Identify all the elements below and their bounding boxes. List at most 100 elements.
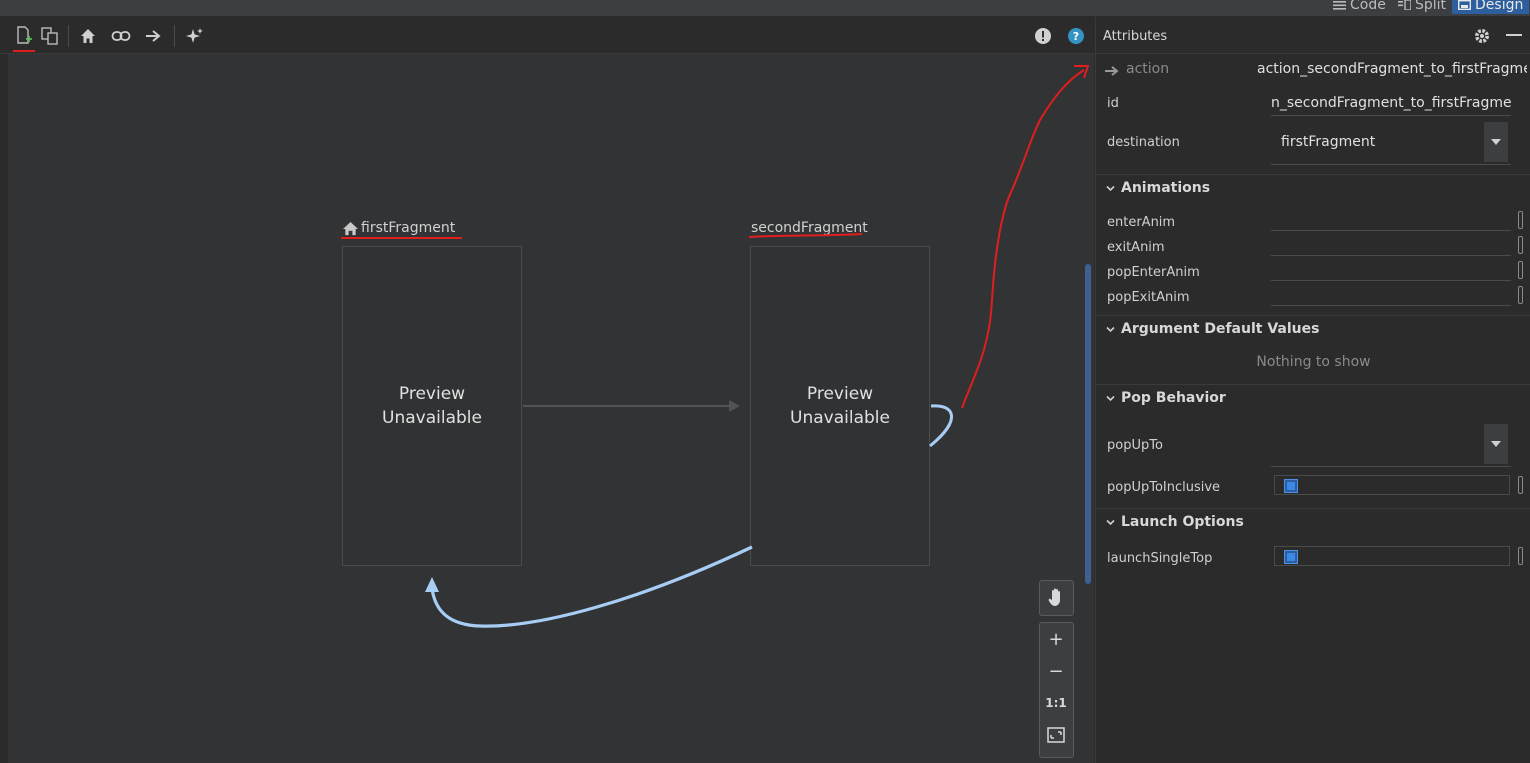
- design-view-icon: [1458, 0, 1471, 10]
- destination-value: firstFragment: [1281, 134, 1376, 150]
- pop-behavior-title: Pop Behavior: [1121, 390, 1226, 406]
- split-tab[interactable]: Split: [1398, 0, 1446, 14]
- pop-enter-anim-field[interactable]: [1271, 260, 1511, 281]
- zoom-actual-size-button[interactable]: 1:1: [1040, 687, 1072, 719]
- zoom-out-button[interactable]: −: [1040, 655, 1072, 687]
- attributes-panel: Attributes action action_secondFragment_…: [1095, 17, 1530, 763]
- first-fragment-label: firstFragment: [342, 220, 455, 236]
- add-action-button[interactable]: [142, 25, 164, 47]
- pop-up-to-dropdown-button[interactable]: [1484, 424, 1508, 464]
- chevron-down-icon: [1106, 326, 1115, 332]
- resource-picker-slot[interactable]: [1518, 211, 1523, 229]
- launch-options-section-header[interactable]: Launch Options: [1096, 508, 1530, 535]
- start-destination-icon: [343, 221, 358, 235]
- pan-button[interactable]: [1040, 581, 1072, 613]
- second-fragment-destination[interactable]: Preview Unavailable: [750, 246, 930, 566]
- first-fragment-destination[interactable]: Preview Unavailable: [342, 246, 522, 566]
- split-tab-label: Split: [1415, 0, 1447, 13]
- svg-text:?: ?: [1073, 30, 1079, 43]
- id-label: id: [1107, 96, 1119, 111]
- nested-graph-icon: [41, 27, 58, 45]
- auto-arrange-icon: [186, 28, 203, 43]
- issues-button[interactable]: [1032, 25, 1054, 47]
- pop-exit-anim-label: popExitAnim: [1107, 290, 1190, 305]
- self-action-loop[interactable]: [929, 404, 953, 448]
- exit-anim-field[interactable]: [1271, 235, 1511, 256]
- fit-screen-icon: [1047, 727, 1065, 743]
- enter-anim-field[interactable]: [1271, 210, 1511, 231]
- toolbar-separator: [174, 25, 175, 47]
- chevron-down-icon: [1106, 185, 1115, 191]
- deep-link-icon: [111, 31, 131, 41]
- resource-picker-slot[interactable]: [1518, 236, 1523, 254]
- new-destination-button[interactable]: [13, 25, 35, 47]
- animations-title: Animations: [1121, 180, 1211, 196]
- code-tab-label: Code: [1350, 0, 1386, 13]
- design-tab-label: Design: [1475, 0, 1524, 13]
- code-tab[interactable]: Code: [1333, 0, 1386, 14]
- id-field[interactable]: n_secondFragment_to_firstFragment: [1271, 91, 1511, 116]
- zoom-to-fit-button[interactable]: [1040, 719, 1072, 751]
- pan-tool-panel: [1039, 580, 1074, 616]
- pop-up-to-label: popUpTo: [1107, 438, 1163, 453]
- pop-up-to-inclusive-field: [1274, 475, 1510, 495]
- gear-icon: [1475, 29, 1489, 43]
- resource-picker-slot[interactable]: [1518, 261, 1523, 279]
- plus-icon: +: [1048, 628, 1064, 650]
- add-deep-link-button[interactable]: [110, 25, 132, 47]
- launch-single-top-field: [1274, 546, 1510, 566]
- id-value: n_secondFragment_to_firstFragment: [1271, 95, 1511, 111]
- enter-anim-label: enterAnim: [1107, 215, 1176, 230]
- pop-up-to-dropdown[interactable]: [1271, 422, 1511, 467]
- arguments-title: Argument Default Values: [1121, 321, 1320, 337]
- preview-unavailable-text: Preview Unavailable: [790, 384, 890, 428]
- destination-dropdown-button[interactable]: [1484, 122, 1508, 162]
- action-type-label: action: [1126, 61, 1170, 77]
- actual-size-label: 1:1: [1045, 696, 1067, 710]
- minus-icon: −: [1048, 660, 1064, 682]
- chevron-down-icon: [1106, 519, 1115, 525]
- pop-exit-anim-field[interactable]: [1271, 285, 1511, 306]
- action-icon: [146, 30, 161, 42]
- launch-single-top-label: launchSingleTop: [1107, 551, 1213, 566]
- chevron-down-icon: [1491, 139, 1501, 145]
- annotation-underline: [13, 50, 35, 52]
- zoom-panel: + − 1:1: [1039, 622, 1074, 758]
- assign-start-button[interactable]: [77, 25, 99, 47]
- help-button[interactable]: ?: [1065, 25, 1087, 47]
- resource-picker-slot[interactable]: [1518, 547, 1523, 565]
- animations-section-header[interactable]: Animations: [1096, 174, 1530, 201]
- action-name: action_secondFragment_to_firstFragment: [1257, 61, 1527, 77]
- attributes-title: Attributes: [1103, 29, 1168, 44]
- split-view-icon: [1398, 0, 1411, 10]
- first-fragment-name: firstFragment: [361, 220, 456, 236]
- action-header-row: [1096, 53, 1530, 86]
- destination-label: destination: [1107, 135, 1180, 150]
- code-view-icon: [1333, 1, 1346, 10]
- nested-graph-button[interactable]: [39, 25, 61, 47]
- new-destination-icon: [17, 26, 32, 44]
- resource-picker-slot[interactable]: [1518, 476, 1523, 494]
- launch-single-top-checkbox[interactable]: [1284, 550, 1298, 564]
- chevron-down-icon: [1491, 441, 1501, 447]
- canvas-scrollbar[interactable]: [1085, 264, 1091, 584]
- warning-icon: [1035, 28, 1051, 44]
- settings-button[interactable]: [1473, 27, 1491, 49]
- pop-behavior-section-header[interactable]: Pop Behavior: [1096, 384, 1530, 411]
- preview-unavailable-text: Preview Unavailable: [382, 384, 482, 428]
- minimize-icon[interactable]: [1506, 34, 1522, 36]
- auto-arrange-button[interactable]: [184, 25, 206, 47]
- nav-editor-toolbar: ?: [0, 17, 1094, 54]
- pop-up-to-inclusive-checkbox[interactable]: [1284, 479, 1298, 493]
- arguments-section-header[interactable]: Argument Default Values: [1096, 315, 1530, 342]
- resource-picker-slot[interactable]: [1518, 286, 1523, 304]
- destination-dropdown[interactable]: firstFragment: [1271, 120, 1511, 165]
- chevron-down-icon: [1106, 395, 1115, 401]
- editor-mode-bar: Code Split Design: [0, 0, 1530, 16]
- home-icon: [81, 29, 95, 43]
- design-tab[interactable]: Design: [1452, 0, 1530, 14]
- toolbar-separator: [68, 25, 69, 47]
- zoom-in-button[interactable]: +: [1040, 623, 1072, 655]
- navigation-graph-canvas[interactable]: [8, 54, 1094, 763]
- action-type-icon: [1104, 62, 1120, 81]
